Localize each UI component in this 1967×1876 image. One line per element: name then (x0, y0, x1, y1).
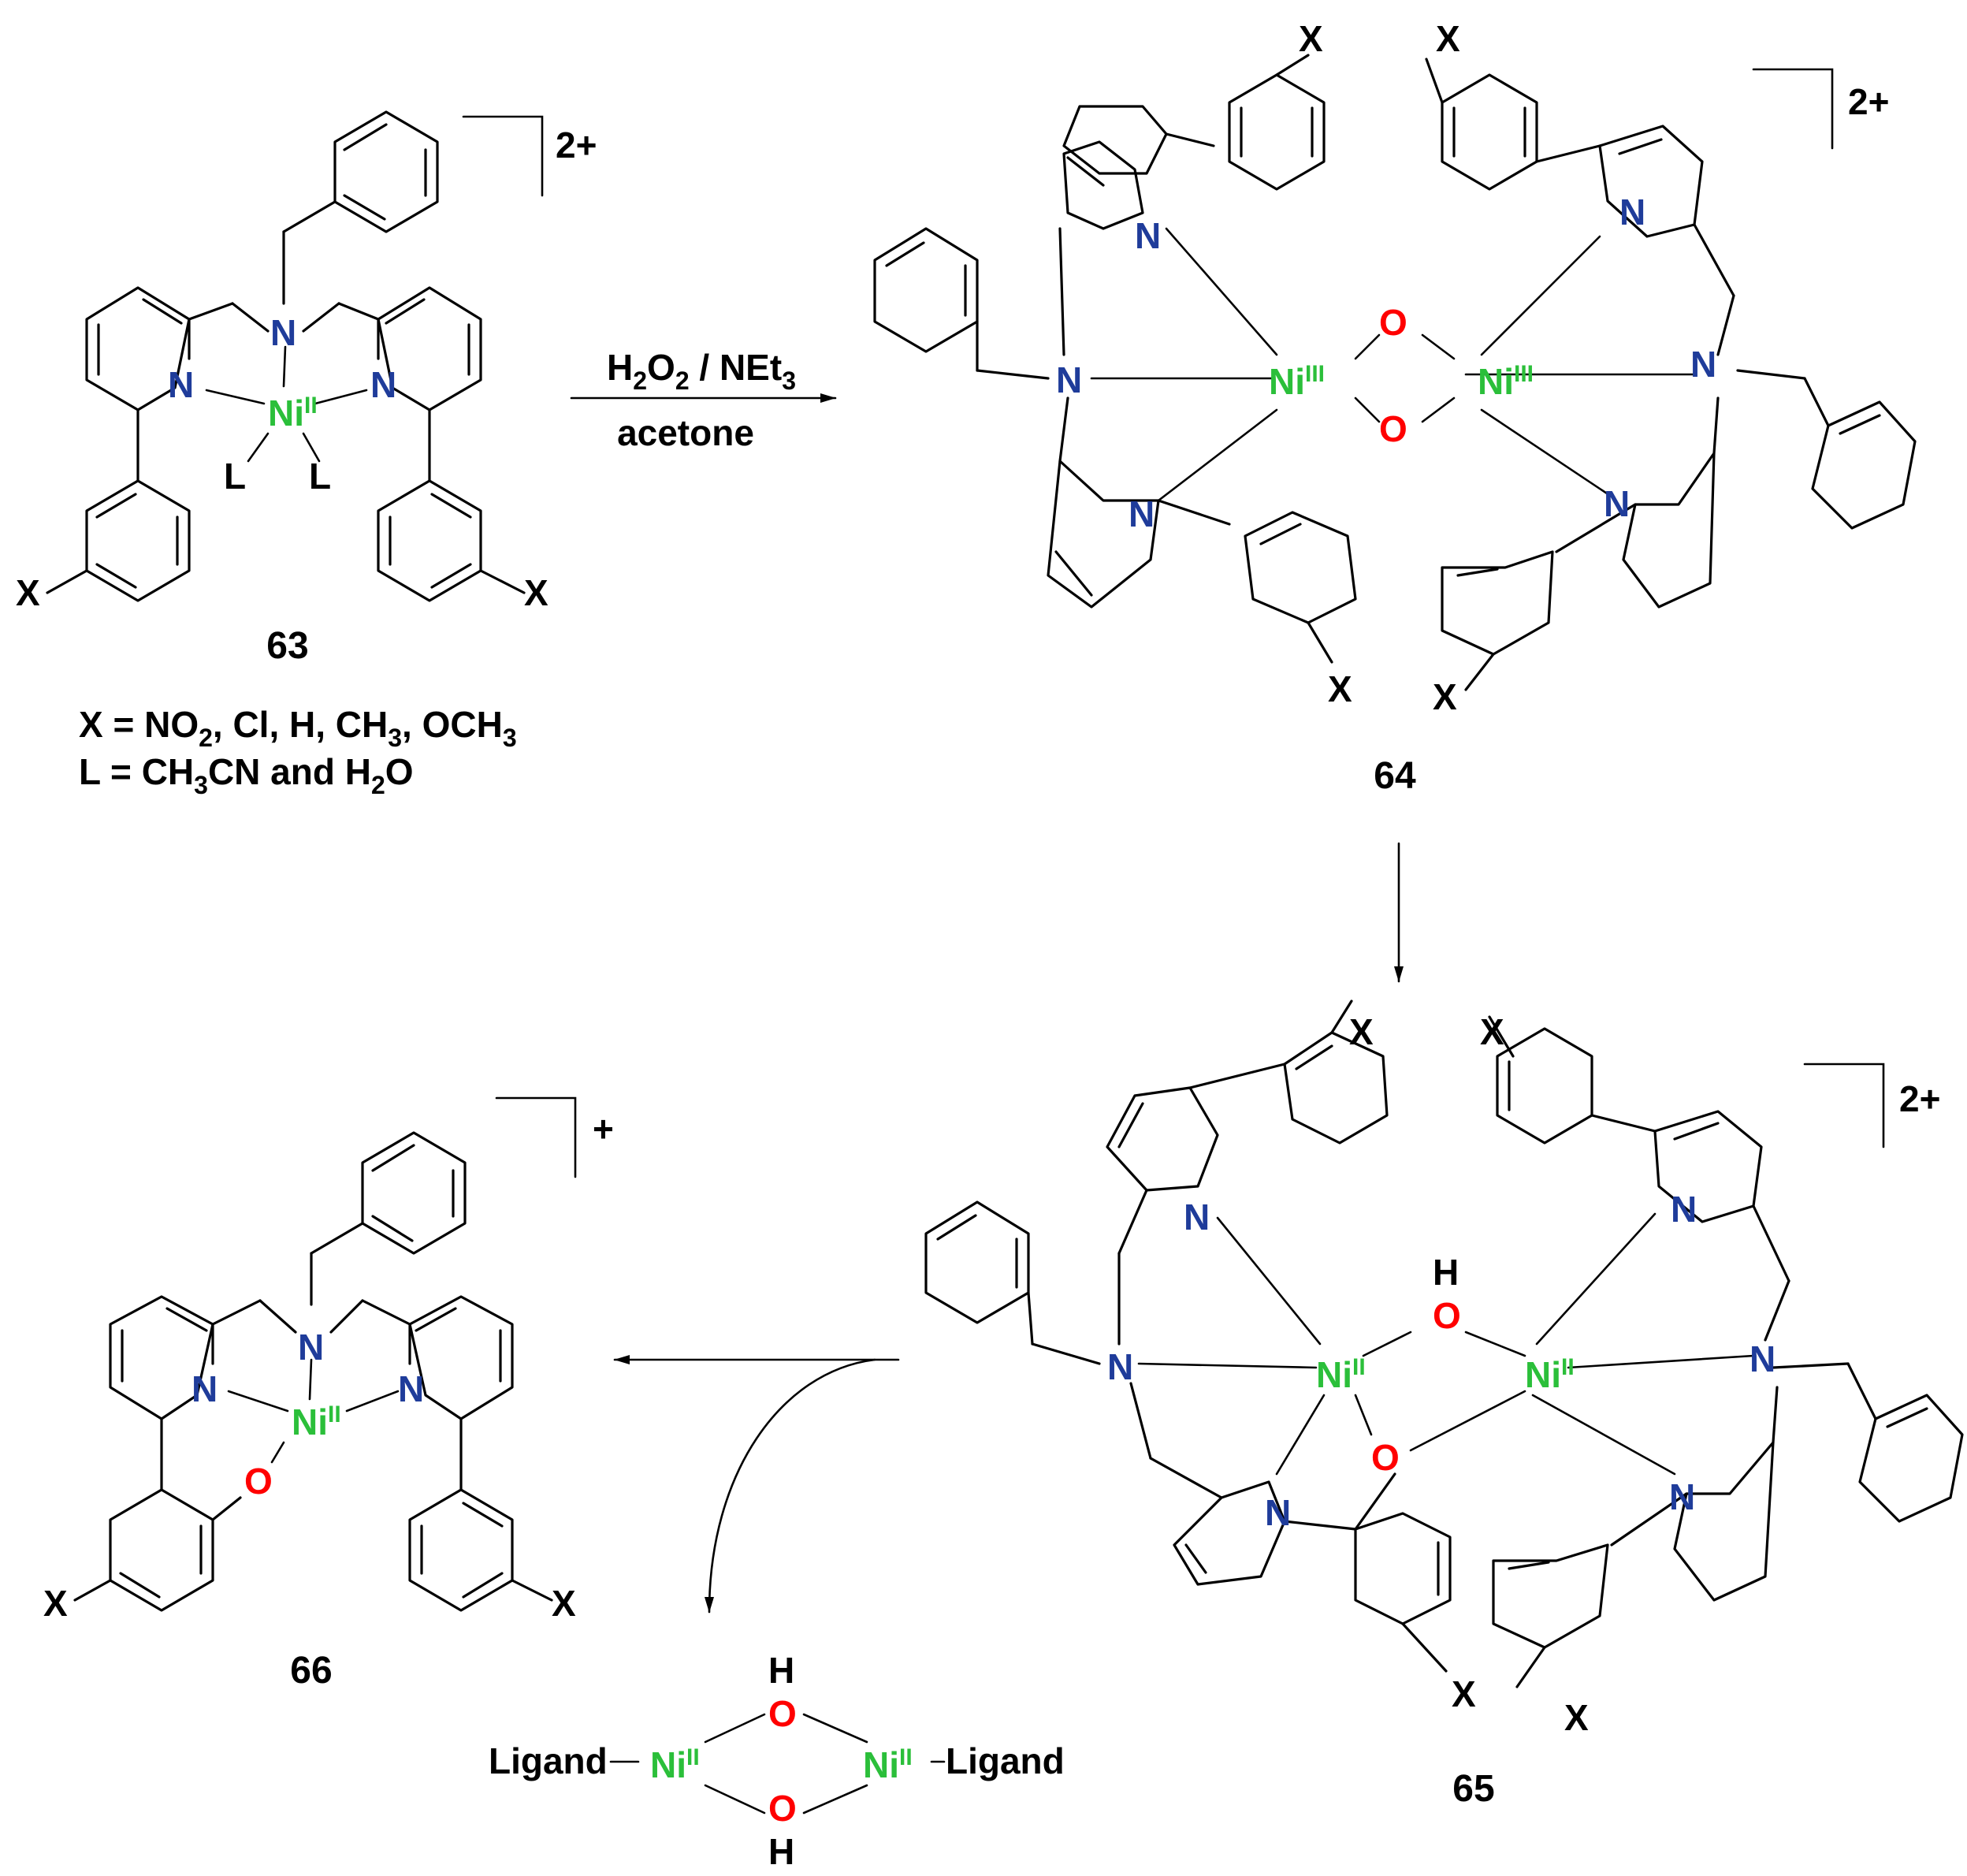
nickel-center: NiII (650, 1744, 700, 1785)
reaction-arrow-1: H2O2 / NEt3 acetone (570, 347, 837, 453)
ligand-label-left: Ligand (489, 1740, 608, 1781)
substituent-x: X (43, 1583, 68, 1624)
ligand-label-right: Ligand (946, 1740, 1065, 1781)
pyridine-nitrogen: N (1129, 493, 1155, 534)
nickel-center: NiII (268, 393, 318, 434)
amine-nitrogen: N (1749, 1338, 1776, 1379)
amine-nitrogen: N (298, 1327, 324, 1368)
pyridine-nitrogen: N (1184, 1197, 1210, 1238)
compound-label-65: 65 (1452, 1768, 1494, 1810)
solvent-label: acetone (617, 412, 754, 453)
nickel-center: NiII (1316, 1354, 1366, 1395)
pyridine-nitrogen-left: N (168, 364, 194, 405)
nickel-center: NiIII (1269, 361, 1325, 402)
amine-nitrogen: N (1107, 1346, 1133, 1387)
compound-63: N N N NiII L L X X 2+ 63 X = NO2, Cl, H,… (16, 110, 597, 799)
hydroxo-oxygen: O (1433, 1295, 1461, 1336)
substituent-x: X (1433, 676, 1457, 717)
hydroxo-oxygen: O (768, 1788, 797, 1829)
substituent-x: X (1328, 668, 1352, 709)
substituent-x: X (1480, 1011, 1504, 1052)
pyridine-nitrogen: N (1135, 215, 1161, 256)
pyridine-nitrogen-right: N (398, 1368, 424, 1409)
phenoxo-oxygen: O (1371, 1437, 1400, 1478)
compound-label-64: 64 (1374, 755, 1416, 797)
nickel-center: NiII (292, 1401, 341, 1442)
substituent-x: X (1452, 1673, 1476, 1714)
bridging-oxygen: O (1379, 408, 1407, 449)
reagent-label: H2O2 / NEt3 (607, 347, 796, 395)
nickel-center: NiII (1525, 1354, 1575, 1395)
hydroxo-hydrogen: H (768, 1650, 794, 1691)
compound-label-66: 66 (290, 1650, 332, 1692)
hydroxo-hydrogen: H (768, 1831, 794, 1872)
charge-66: + (593, 1108, 614, 1149)
compound-64: N N N N N N NiIII NiIII O O X X X X 2+ 6… (873, 18, 1917, 797)
substituent-x: X (524, 572, 548, 613)
pyridine-nitrogen: N (1265, 1492, 1291, 1533)
reaction-arrow-3 (613, 1355, 900, 1614)
ligand-L-left: L (224, 456, 246, 497)
pyridine-nitrogen: N (1604, 483, 1630, 524)
pyridine-nitrogen-right: N (370, 364, 396, 405)
bridging-oxygen: O (1379, 302, 1407, 343)
side-product-dinickel: Ligand NiII H O O H NiII Ligand (489, 1650, 1065, 1872)
charge-63: 2+ (556, 125, 597, 166)
pyridine-nitrogen: N (1669, 1476, 1695, 1517)
amine-nitrogen: N (270, 312, 296, 353)
substituent-x: X (1299, 18, 1323, 59)
substituent-x: X (552, 1583, 576, 1624)
charge-64: 2+ (1848, 81, 1889, 122)
amine-nitrogen: N (1056, 359, 1082, 400)
compound-65: N N N N N N NiII NiII H O O X X X X 2+ 6… (924, 999, 1964, 1810)
hydroxo-hydrogen: H (1433, 1252, 1459, 1293)
l-definition: L = CH3CN and H2O (79, 751, 414, 799)
pyridine-nitrogen: N (1619, 192, 1645, 233)
substituent-x: X (1564, 1697, 1589, 1738)
pyridine-nitrogen-left: N (191, 1368, 218, 1409)
phenoxo-oxygen: O (244, 1461, 273, 1502)
ligand-L-right: L (309, 456, 331, 497)
substituent-x: X (1349, 1011, 1374, 1052)
substituent-x: X (1436, 18, 1460, 59)
compound-66: N N N NiII O X X + 66 (43, 1096, 614, 1692)
amine-nitrogen: N (1690, 344, 1716, 385)
compound-label-63: 63 (266, 625, 308, 667)
substituent-x: X (16, 572, 40, 613)
hydroxo-oxygen: O (768, 1693, 797, 1734)
charge-65: 2+ (1899, 1078, 1940, 1119)
nickel-center: NiII (863, 1744, 913, 1785)
nickel-center: NiIII (1478, 361, 1534, 402)
x-definition: X = NO2, Cl, H, CH3, OCH3 (79, 704, 517, 752)
pyridine-nitrogen: N (1671, 1189, 1697, 1230)
